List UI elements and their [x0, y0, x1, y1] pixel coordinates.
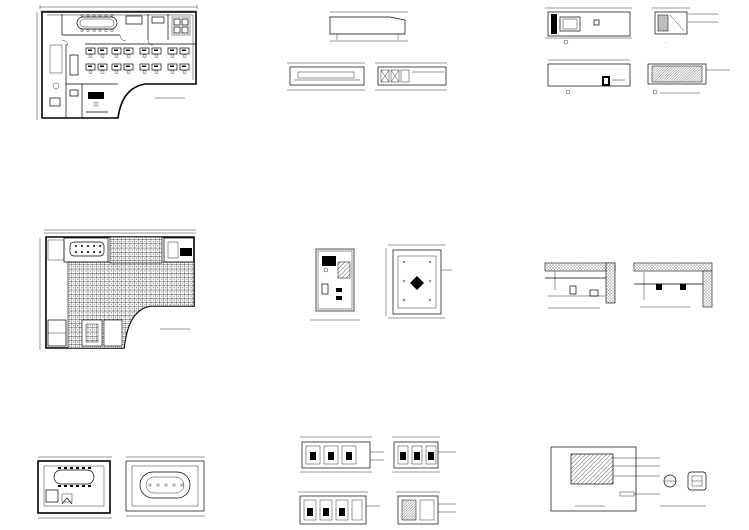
- room-ceiling: [385, 244, 452, 319]
- cabinet-elevations: [298, 436, 456, 525]
- panel-detail: [550, 446, 707, 512]
- section-wall-bottom: [547, 59, 730, 95]
- elevation-mid-right: [375, 62, 447, 91]
- ceiling-plan: [39, 229, 196, 350]
- detail-sections: [544, 262, 713, 309]
- section-wall-top: -: [545, 7, 718, 45]
- elevation-top: [329, 11, 408, 42]
- floor-plan-furniture: [36, 5, 198, 120]
- svg-text:-: -: [665, 40, 666, 44]
- meeting-room-plans: [37, 456, 205, 519]
- elevation-mid-left: [287, 62, 365, 91]
- room-plan: [310, 248, 360, 321]
